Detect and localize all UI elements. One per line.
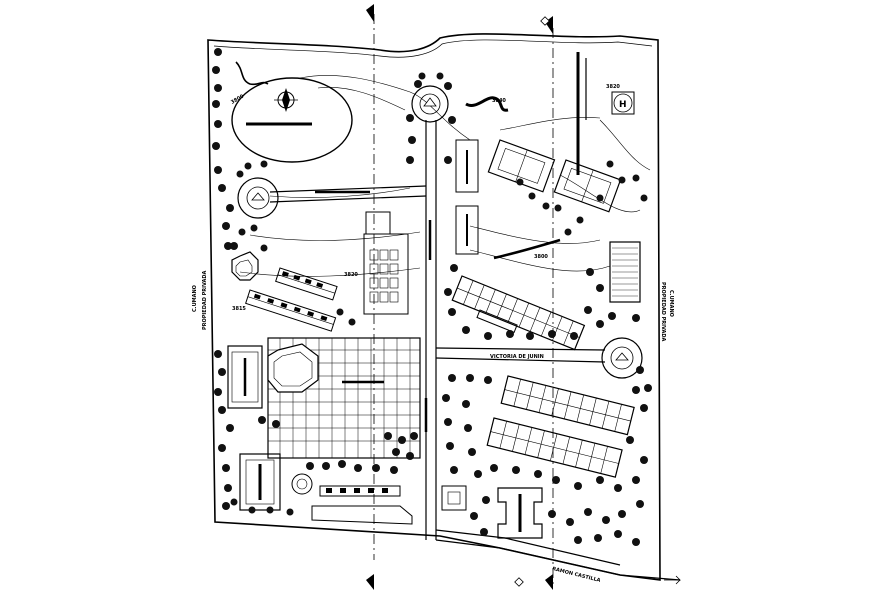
contour-label: 3815 bbox=[232, 306, 246, 312]
pool bbox=[609, 241, 641, 303]
helipad: H 3820 bbox=[606, 84, 635, 115]
marker-icons bbox=[514, 16, 681, 587]
contour-label: 3800 bbox=[534, 254, 548, 260]
roundabouts bbox=[237, 85, 643, 379]
helipad-label: H bbox=[619, 100, 627, 110]
axis-lines bbox=[366, 4, 554, 590]
road-label-center: VICTORIA DE JUNIN bbox=[490, 354, 544, 360]
residential-blocks-upper bbox=[451, 275, 586, 351]
side-label-right-1: PROPIEDAD PRIVADA bbox=[660, 282, 666, 342]
roundabout-top bbox=[411, 85, 449, 123]
section-cut-arrow-icon bbox=[545, 574, 553, 590]
tree-cluster bbox=[212, 48, 652, 546]
side-label-right-2: C.UMANO bbox=[668, 290, 674, 317]
octagon-pavilion bbox=[231, 251, 259, 281]
sports-courts bbox=[487, 139, 622, 213]
section-cut-arrow-icon bbox=[366, 4, 374, 22]
road-network bbox=[269, 120, 681, 581]
section-cut-arrow-icon bbox=[366, 574, 374, 590]
central-plaza bbox=[267, 337, 428, 459]
left-hall bbox=[227, 345, 263, 409]
oval-field: 3800 bbox=[230, 61, 353, 163]
roundabout-right bbox=[601, 337, 643, 379]
contour-lines bbox=[239, 75, 651, 277]
side-label-left-2: PROPIEDAD PRIVADA bbox=[202, 270, 208, 330]
left-buildings: 3815 bbox=[231, 251, 338, 332]
bottom-left-building bbox=[239, 453, 413, 525]
contour-label: 3820 bbox=[606, 84, 620, 90]
upper-blocks bbox=[315, 139, 479, 255]
contour-label: 3820 bbox=[344, 272, 358, 278]
bottom-center-buildings bbox=[441, 485, 543, 539]
north-compass-icon bbox=[274, 88, 298, 112]
roundabout-left bbox=[237, 177, 279, 219]
contour-label: 3840 bbox=[492, 98, 506, 104]
side-label-left-1: C.UMANO bbox=[192, 285, 198, 312]
site-boundary bbox=[207, 33, 661, 581]
residential-blocks-lower bbox=[486, 375, 635, 478]
central-complex bbox=[363, 211, 432, 315]
